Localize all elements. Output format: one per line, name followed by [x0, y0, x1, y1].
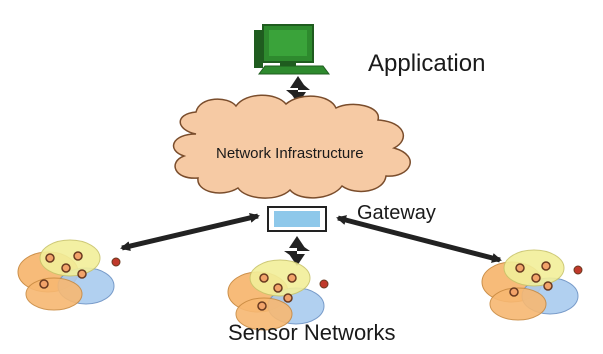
- computer-icon: [254, 24, 330, 75]
- application-label: Application: [368, 50, 486, 77]
- double-arrow-icon: [284, 236, 310, 266]
- double-arrow-icon: [336, 215, 502, 263]
- gateway-device-icon: [267, 206, 327, 232]
- sensor-cluster-icon: [481, 249, 583, 321]
- network-infrastructure-label: Network Infrastructure: [216, 145, 364, 162]
- sensor-cluster-icon: [227, 259, 329, 331]
- cloud-icon: [172, 94, 411, 199]
- gateway-label: Gateway: [357, 202, 436, 224]
- double-arrow-icon: [120, 212, 260, 252]
- sensor-cluster-icon: [17, 239, 121, 311]
- sensor-networks-label: Sensor Networks: [228, 320, 396, 345]
